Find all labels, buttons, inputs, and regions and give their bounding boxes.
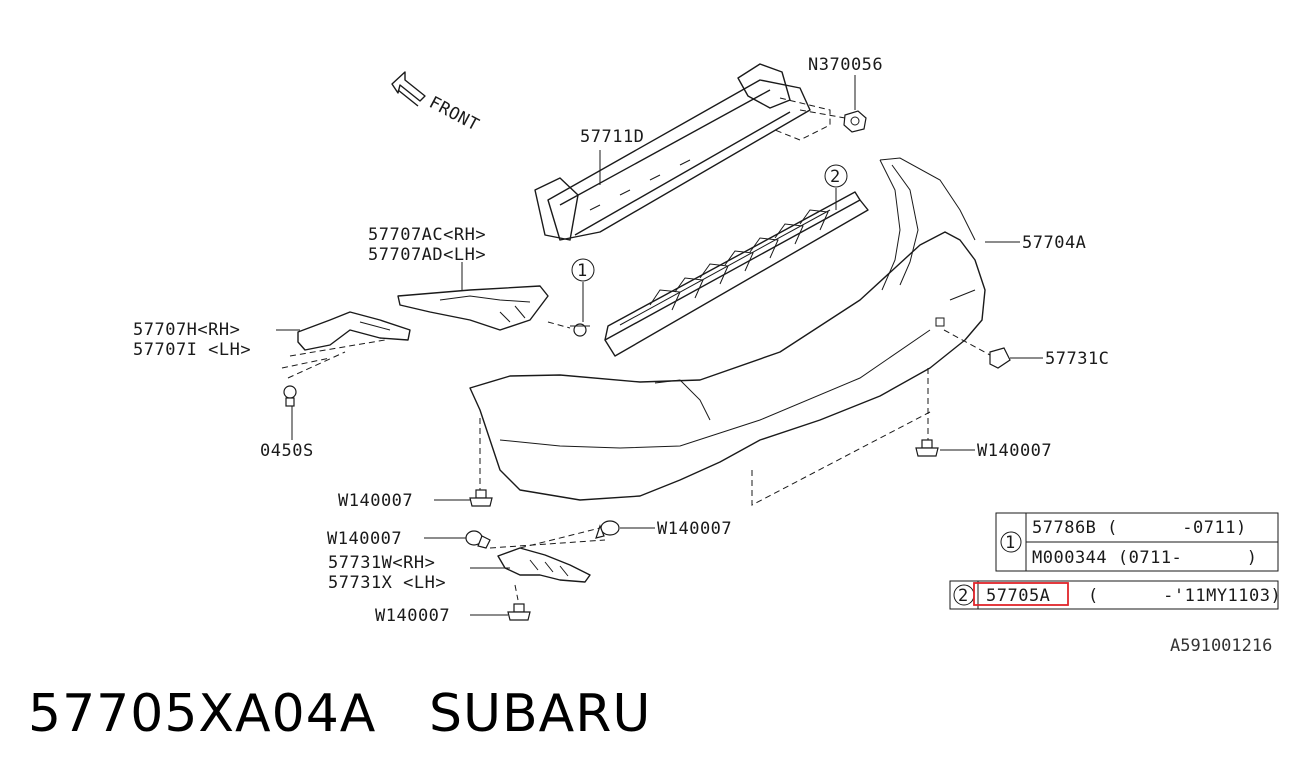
label-w140007-d: W140007 bbox=[375, 606, 450, 626]
label-57731c: 57731C bbox=[1045, 349, 1109, 369]
diagram-reference-code: A591001216 bbox=[1170, 636, 1273, 656]
label-w140007-c: W140007 bbox=[657, 519, 732, 539]
clip-w140007-c-icon bbox=[595, 520, 620, 539]
reinforcement-beam bbox=[534, 63, 811, 241]
table-row2-part: 57705A bbox=[986, 586, 1050, 606]
clip-w140007-b-icon bbox=[465, 530, 491, 549]
clip-1-icon bbox=[570, 323, 590, 337]
label-w140007-right: W140007 bbox=[977, 441, 1052, 461]
label-n370056: N370056 bbox=[808, 55, 883, 75]
front-label: FRONT bbox=[426, 93, 483, 136]
label-57707i: 57707I <LH> bbox=[133, 340, 251, 360]
bumper-cover bbox=[469, 157, 986, 501]
table-row2-range: ( -'11MY1103) bbox=[1088, 586, 1281, 606]
table-row1-num: 1 bbox=[1005, 533, 1016, 553]
table-row1-a: 57786B ( -0711) bbox=[1032, 518, 1247, 538]
energy-absorber bbox=[604, 191, 869, 357]
clip-57731c-icon bbox=[989, 347, 1011, 369]
side-bracket-lower bbox=[297, 311, 411, 351]
clip-w140007-d-icon bbox=[507, 603, 531, 621]
label-w140007-a: W140007 bbox=[338, 491, 413, 511]
label-57731w: 57731W<RH> bbox=[328, 553, 435, 573]
screw-0450s-icon bbox=[283, 385, 297, 407]
label-57711d: 57711D bbox=[580, 127, 644, 147]
nut-n370056-icon bbox=[843, 110, 867, 133]
lower-bracket bbox=[497, 547, 591, 583]
reference-table: 1 57786B ( -0711) M000344 (0711- ) 2 577… bbox=[949, 512, 1281, 610]
label-57707ac: 57707AC<RH> bbox=[368, 225, 486, 245]
front-arrow-icon bbox=[391, 71, 426, 107]
label-57731x: 57731X <LH> bbox=[328, 573, 446, 593]
label-0450s: 0450S bbox=[260, 441, 314, 461]
callout-circle-2: 2 bbox=[830, 167, 841, 187]
table-row2-num: 2 bbox=[958, 586, 969, 606]
table-row1-b: M000344 (0711- ) bbox=[1032, 548, 1257, 568]
side-bracket-upper bbox=[397, 285, 549, 331]
clip-w140007-a-icon bbox=[469, 489, 493, 507]
callout-circle-1: 1 bbox=[577, 261, 588, 281]
label-57707h: 57707H<RH> bbox=[133, 320, 240, 340]
label-57704a: 57704A bbox=[1022, 233, 1086, 253]
clip-w140007-right-icon bbox=[915, 439, 939, 457]
label-57707ad: 57707AD<LH> bbox=[368, 245, 486, 265]
label-w140007-b: W140007 bbox=[327, 529, 402, 549]
part-highlight-box bbox=[973, 582, 1069, 606]
part-number-caption: 57705XA04A SUBARU bbox=[28, 684, 652, 744]
